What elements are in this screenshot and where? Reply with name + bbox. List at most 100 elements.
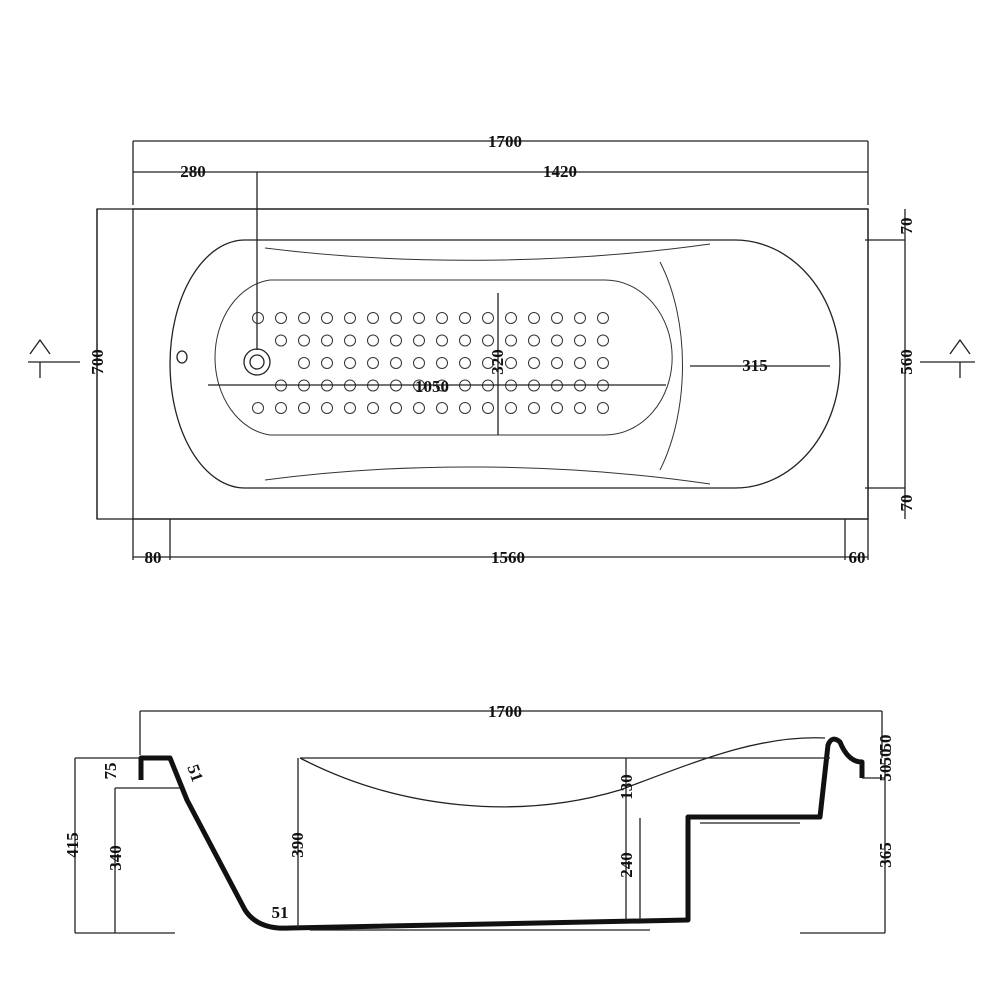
section-view: 1700 75 51 415 340 390 130 240 51 50 50 …: [63, 702, 895, 934]
anti-slip-dot: [574, 402, 586, 414]
anti-slip-dot: [367, 334, 379, 347]
rim-contour: [299, 737, 830, 808]
anti-slip-dot: [298, 402, 310, 414]
anti-slip-dot: [344, 357, 356, 369]
anti-slip-dot: [597, 312, 609, 324]
anti-slip-dot: [482, 402, 494, 414]
dim-floor-length: 1050: [415, 377, 449, 396]
anti-slip-dot: [390, 312, 402, 324]
anti-slip-dot: [390, 402, 402, 414]
anti-slip-dot: [574, 357, 586, 369]
dim-right-rim-third: 50: [876, 765, 895, 782]
dim-apron-height: 340: [106, 845, 125, 871]
dim-section-length: 1700: [488, 702, 522, 721]
dim-overall-width: 700: [88, 349, 107, 375]
dim-right-rim-second: 50: [876, 749, 895, 766]
dim-right-rim-top: 50: [876, 735, 895, 752]
anti-slip-dot: [574, 312, 586, 324]
anti-slip-dot: [344, 402, 356, 414]
dim-right-height: 365: [876, 842, 895, 868]
anti-slip-dot: [344, 334, 356, 347]
dim-floor-width: 320: [488, 349, 507, 375]
anti-slip-dot: [505, 357, 517, 369]
dim-total-height: 415: [63, 832, 82, 858]
anti-slip-dot: [321, 357, 333, 369]
anti-slip-dot: [367, 357, 379, 369]
anti-slip-dot: [436, 402, 448, 414]
dim-rim-top: 70: [897, 218, 916, 235]
anti-slip-dot: [551, 402, 563, 414]
anti-slip-dot: [367, 312, 379, 324]
anti-slip-dot: [275, 334, 287, 347]
anti-slip-dot: [298, 357, 310, 369]
dim-overall-length: 1700: [488, 132, 522, 151]
dim-rim-drop: 75: [101, 763, 120, 780]
anti-slip-dot: [275, 312, 287, 324]
anti-slip-dot: [275, 402, 287, 414]
anti-slip-dot: [344, 312, 356, 324]
dim-foot-left: 80: [145, 548, 162, 567]
anti-slip-dot: [574, 334, 586, 347]
dim-step-height: 240: [617, 852, 636, 878]
dim-inner-width: 560: [897, 349, 916, 375]
anti-slip-dot: [413, 402, 425, 414]
overflow-icon: [176, 350, 188, 364]
anti-slip-dot: [505, 312, 517, 324]
anti-slip-dot: [413, 312, 425, 324]
anti-slip-dot: [505, 402, 517, 414]
anti-slip-dot: [551, 334, 563, 347]
anti-slip-dot: [528, 334, 540, 347]
anti-slip-dot: [597, 334, 609, 347]
dim-foot-right: 60: [849, 548, 866, 567]
anti-slip-dot: [597, 357, 609, 369]
anti-slip-dot: [390, 334, 402, 347]
anti-slip-dot: [505, 334, 517, 347]
anti-slip-dot: [459, 334, 471, 347]
drain-inner: [249, 354, 265, 370]
anti-slip-dot: [482, 334, 494, 347]
anti-slip-dot: [551, 357, 563, 369]
dim-depth: 390: [288, 832, 307, 858]
anti-slip-dot: [459, 357, 471, 369]
anti-slip-dot: [413, 334, 425, 347]
anti-slip-dot: [459, 312, 471, 324]
anti-slip-dots: [252, 312, 609, 414]
dim-wall-thickness: 51: [183, 762, 207, 784]
dim-backrest: 315: [742, 356, 768, 375]
tub-basin-rim: [169, 239, 841, 489]
anti-slip-dot: [597, 402, 609, 414]
section-dimension-lines: [74, 710, 886, 934]
dim-foot-span: 1560: [491, 548, 525, 567]
anti-slip-dot: [390, 357, 402, 369]
anti-slip-dot: [321, 402, 333, 414]
dim-step-drop: 130: [617, 774, 636, 800]
anti-slip-dot: [252, 312, 264, 324]
anti-slip-dot: [321, 312, 333, 324]
anti-slip-dot: [252, 402, 264, 414]
dim-drain-offset: 280: [180, 162, 206, 181]
anti-slip-dot: [528, 357, 540, 369]
anti-slip-dot: [436, 357, 448, 369]
anti-slip-dot: [298, 312, 310, 324]
dim-rim-bottom: 70: [897, 495, 916, 512]
anti-slip-dot: [436, 334, 448, 347]
anti-slip-dot: [528, 312, 540, 324]
tub-section-profile: [138, 736, 865, 931]
anti-slip-dot: [298, 334, 310, 347]
backrest-contour: [264, 243, 711, 485]
anti-slip-dot: [528, 402, 540, 414]
plan-view: 1700 280 1420 700 70 560 70 315 1050 320…: [28, 132, 975, 567]
drain-icon: [243, 348, 271, 376]
dim-drain-to-end: 1420: [543, 162, 577, 181]
anti-slip-dot: [482, 357, 494, 369]
anti-slip-dot: [551, 312, 563, 324]
anti-slip-dot: [413, 357, 425, 369]
dimension-lines: [96, 140, 906, 560]
anti-slip-dot: [436, 312, 448, 324]
dim-drain-thickness: 51: [272, 903, 289, 922]
anti-slip-dot: [482, 312, 494, 324]
anti-slip-dot: [367, 402, 379, 414]
anti-slip-dot: [321, 334, 333, 347]
section-arrow-icon: [28, 338, 975, 378]
